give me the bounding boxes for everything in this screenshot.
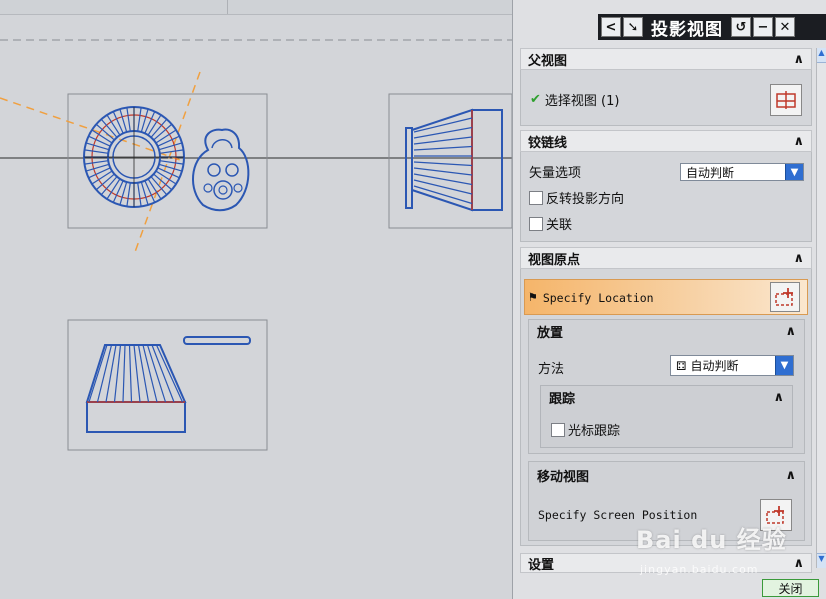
view-origin-header[interactable]: 视图原点 ∧ [520, 247, 812, 269]
point-cursor-icon [775, 288, 793, 306]
move-view-icon [766, 506, 784, 524]
associative-label: 关联 [546, 218, 573, 233]
flag-icon: ⚑ [529, 290, 537, 305]
hinge-line-header[interactable]: 铰链线 ∧ [520, 130, 812, 152]
tracking-group [540, 385, 793, 448]
knob-hole [203, 183, 213, 193]
projected-view-base [86, 401, 186, 433]
close-icon[interactable]: ✕ [775, 17, 795, 37]
gear-teeth [84, 107, 184, 207]
collapse-icon[interactable]: ∧ [793, 555, 804, 571]
knob-hole [225, 163, 239, 177]
construction-line [134, 71, 201, 253]
specify-screen-position-button[interactable] [760, 499, 792, 531]
check-icon: ✔ [530, 92, 541, 107]
panel-scrollbar[interactable]: ▲ ▼ [816, 48, 826, 568]
projected-view-shaft [183, 336, 251, 345]
projected-view-teeth [88, 344, 184, 403]
select-view-button[interactable] [770, 84, 802, 116]
move-view-header[interactable]: 移动视图 ∧ [529, 462, 804, 488]
collapse-icon[interactable]: ∧ [785, 467, 796, 483]
collapse-icon[interactable]: ∧ [793, 51, 804, 67]
collapse-icon[interactable]: ∧ [793, 133, 804, 149]
minimize-button[interactable]: − [753, 17, 773, 37]
chevron-down-icon[interactable]: ▼ [775, 356, 793, 375]
tracking-heading: 跟踪 [549, 391, 576, 407]
collapse-icon[interactable]: ∧ [785, 323, 796, 339]
reverse-direction-row[interactable]: 反转投影方向 [529, 188, 624, 207]
collapse-icon[interactable]: ∧ [773, 389, 784, 405]
dialog-titlebar: < ➘ 投影视图 ↺ − ✕ [598, 14, 826, 40]
placement-header[interactable]: 放置 ∧ [529, 320, 804, 342]
cursor-tracking-label: 光标跟踪 [568, 424, 621, 439]
placement-heading: 放置 [537, 325, 564, 341]
method-label: 方法 [538, 362, 565, 377]
side-view-border [388, 93, 512, 229]
knob-hole [213, 180, 233, 200]
front-view-border [67, 93, 268, 229]
side-view-teeth [413, 117, 473, 205]
specify-location-button[interactable] [770, 282, 800, 312]
chevron-down-icon[interactable]: ▼ [785, 164, 803, 180]
watermark-url: jingyan.baidu.com [640, 563, 759, 576]
specify-screen-position-label: Specify Screen Position [538, 508, 698, 522]
close-button[interactable]: 关闭 [762, 579, 819, 597]
knob-hole [233, 183, 243, 193]
cursor-tracking-row[interactable]: 光标跟踪 [551, 420, 620, 439]
specify-location-label: Specify Location [542, 290, 654, 305]
parent-view-body: ✔ 选择视图 (1) [520, 70, 812, 126]
view-select-icon [776, 91, 796, 109]
side-view-rim [471, 109, 503, 211]
reverse-direction-label: 反转投影方向 [546, 192, 625, 207]
scroll-down-icon[interactable]: ▼ [817, 553, 826, 568]
knob-hole [207, 163, 221, 177]
reset-button[interactable]: ↺ [731, 17, 751, 37]
method-value: 自动判断 [690, 359, 739, 373]
drawing-sheet [0, 39, 512, 451]
move-view-group [528, 461, 805, 541]
front-view[interactable] [0, 71, 268, 253]
projected-view-border [67, 319, 268, 451]
settings-heading: 设置 [528, 557, 555, 573]
watermark-brand: Bai du 经验 [636, 526, 787, 554]
infer-icon: ⚃ [676, 358, 687, 373]
tracking-header[interactable]: 跟踪 ∧ [541, 386, 792, 408]
scroll-up-icon[interactable]: ▲ [817, 48, 826, 63]
specify-location-row[interactable]: ⚑ Specify Location [524, 279, 808, 315]
move-view-heading: 移动视图 [537, 469, 590, 485]
side-view[interactable] [388, 93, 512, 229]
drawing-canvas[interactable] [0, 0, 512, 599]
vector-option-select[interactable]: 自动判断 ▼ [680, 163, 804, 181]
knob-outline [191, 128, 250, 212]
settings-header[interactable]: 设置 ∧ [520, 553, 812, 573]
construction-line [0, 97, 181, 161]
hinge-line-heading: 铰链线 [528, 135, 568, 151]
associative-checkbox[interactable] [529, 216, 543, 231]
view-origin-heading: 视图原点 [528, 252, 581, 268]
knob-inner-hole [218, 185, 228, 195]
reverse-direction-checkbox[interactable] [529, 190, 543, 205]
vector-option-label: 矢量选项 [529, 166, 582, 181]
associative-row[interactable]: 关联 [529, 214, 572, 233]
parent-view-header[interactable]: 父视图 ∧ [520, 48, 812, 70]
method-select[interactable]: ⚃ 自动判断 ▼ [670, 355, 794, 376]
parent-view-heading: 父视图 [528, 53, 568, 69]
cursor-tracking-checkbox[interactable] [551, 422, 565, 437]
projected-view[interactable] [67, 319, 268, 451]
back-button[interactable]: < [601, 17, 621, 37]
dialog-title: 投影视图 [651, 19, 723, 40]
arrow-icon[interactable]: ➘ [623, 17, 643, 37]
collapse-icon[interactable]: ∧ [793, 250, 804, 266]
vector-option-value: 自动判断 [686, 165, 735, 180]
select-view-row[interactable]: ✔ 选择视图 (1) [530, 90, 619, 109]
knob-loop [211, 139, 233, 149]
select-view-label: 选择视图 (1) [544, 94, 620, 109]
